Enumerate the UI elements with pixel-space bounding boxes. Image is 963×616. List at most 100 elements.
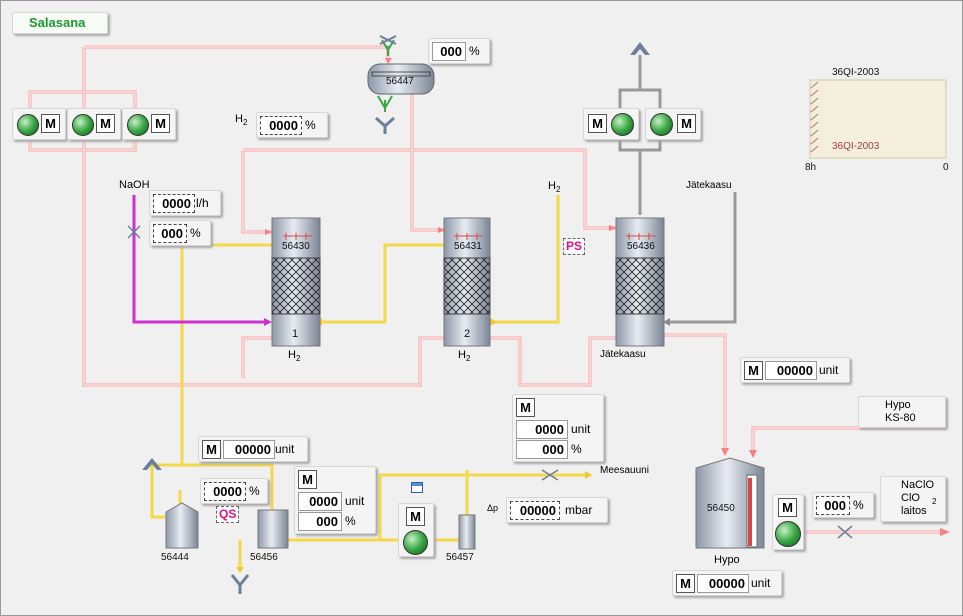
pressure-value: 0000 [516, 420, 568, 439]
mode-box: M [41, 114, 60, 133]
dp-unit: mbar [565, 503, 593, 517]
m-unit-bottom-unit: unit [751, 576, 771, 590]
tank-56450 [695, 457, 765, 549]
mode-box: M [298, 470, 317, 489]
panel-56456-value: 0000 [298, 492, 342, 511]
hypo-link-line1: Hypo [885, 399, 911, 411]
naclo-line1: NaClO [901, 479, 935, 491]
tank-56450-tag: 56450 [707, 503, 735, 514]
meesa-valve [541, 469, 559, 481]
column3-tag: 56436 [627, 241, 655, 252]
naoh-valve-readout[interactable]: 000 % [149, 220, 211, 246]
tank-56444-unit: % [249, 484, 260, 498]
document-icon[interactable] [411, 482, 423, 493]
naoh-valve [127, 225, 141, 239]
pipe-pump-mid [430, 470, 469, 542]
pump-icon [775, 521, 801, 547]
pipe-meesa [378, 473, 590, 540]
mode-box: M [96, 114, 115, 133]
column1-tag: 56430 [282, 241, 310, 252]
mode-box: M [516, 398, 535, 417]
hypo-valve-readout[interactable]: 000 % [812, 492, 874, 518]
column2-number: 2 [464, 328, 471, 340]
column2-tag: 56431 [454, 241, 482, 252]
m-unit-bottom-readout[interactable]: M 00000 unit [672, 570, 782, 596]
fan-control-1[interactable]: M [583, 108, 639, 140]
vent-up-arrow [142, 458, 162, 470]
cooler-valve-readout[interactable]: 000 % [428, 38, 490, 64]
pump-control-1[interactable]: M [12, 108, 66, 140]
column1-bottom: H2 [288, 349, 301, 363]
pipe-cooler-out [410, 90, 445, 232]
panel-56456[interactable]: M 0000 unit 000 % [294, 466, 376, 534]
pipe-fans [618, 55, 662, 215]
pipe-jatekaasu [670, 192, 737, 324]
hypo-link-line2: KS-80 [885, 412, 916, 424]
tank-56444 [165, 502, 199, 549]
pipe-cl-col2-out [322, 243, 445, 324]
h2-readout[interactable]: 0000 % [256, 112, 328, 138]
qs-indicator[interactable]: QS [216, 506, 240, 523]
password-label: Salasana [29, 15, 86, 30]
pressure-panel[interactable]: M 0000 unit 000 % [512, 394, 604, 462]
tank-56444-readout[interactable]: 0000 % [200, 478, 268, 504]
m-unit-left-unit: unit [275, 442, 295, 456]
dp-readout[interactable]: 00000 mbar [506, 497, 608, 523]
valve-unit: % [469, 44, 480, 58]
password-button[interactable]: Salasana [12, 12, 108, 34]
naoh-label: NaOH [119, 179, 150, 191]
h2-label: H2 [235, 113, 248, 127]
pipe-col3-out [663, 333, 727, 452]
tank-56456 [257, 509, 289, 549]
mode-box: M [202, 440, 221, 459]
pressure-valve-unit: % [571, 442, 582, 456]
cooler-valve-arrow [381, 39, 395, 56]
dp-label: Δp [487, 503, 499, 513]
pipe-cl-col1 [180, 243, 274, 510]
pump-control-2[interactable]: M [67, 108, 121, 140]
pipe-hypo-in [751, 426, 945, 455]
pump-control-3[interactable]: M [122, 108, 176, 140]
pump-control-hypo[interactable]: M [772, 494, 804, 550]
pump-icon [17, 114, 39, 136]
pipe-to-col1 [241, 150, 272, 234]
mode-box: M [676, 574, 695, 593]
cooler-tag: 56447 [386, 76, 414, 87]
trend-chart [809, 79, 947, 159]
trend-title: 36QI-2003 [832, 67, 880, 78]
ps-indicator[interactable]: PS [563, 238, 586, 255]
panel-56456-unit: unit [345, 494, 365, 508]
tank-56457 [458, 514, 476, 550]
valve-value: 000 [432, 42, 466, 61]
h2-feed-label: H2 [548, 180, 561, 194]
tank-56444-tag: 56444 [161, 552, 189, 563]
pump-control-mid[interactable]: M [398, 503, 434, 557]
naoh-flow-readout[interactable]: 0000 l/h [149, 190, 221, 216]
column1-number: 1 [292, 328, 299, 340]
mode-box: M [406, 507, 425, 526]
mode-box: M [778, 498, 797, 517]
naclo-line3: laitos [901, 505, 927, 517]
column2-bottom: H2 [458, 349, 471, 363]
mode-box: M [588, 114, 607, 133]
column-2 [443, 217, 491, 347]
hypo-valve-value: 000 [816, 496, 850, 515]
jatekaasu-label: Jätekaasu [686, 180, 732, 191]
pipe-col2-out [490, 336, 616, 387]
mode-box: M [151, 114, 170, 133]
pipe-col1-bottom [241, 336, 272, 378]
meesauuni-label: Meesauuni [600, 465, 649, 476]
m-unit-left-value: 00000 [223, 440, 275, 459]
pump-icon [403, 530, 428, 555]
fan-control-2[interactable]: M [645, 108, 701, 140]
h2-value: 0000 [260, 116, 302, 135]
hypo-ks80-link[interactable]: Hypo KS-80 [858, 396, 946, 428]
m-unit-right-readout[interactable]: M 00000 unit [740, 357, 850, 383]
m-unit-left-readout[interactable]: M 00000 unit [198, 436, 308, 462]
trend-click-area[interactable] [810, 80, 946, 158]
cooler-56447 [367, 63, 435, 95]
pipe-h2-feed [490, 195, 560, 324]
